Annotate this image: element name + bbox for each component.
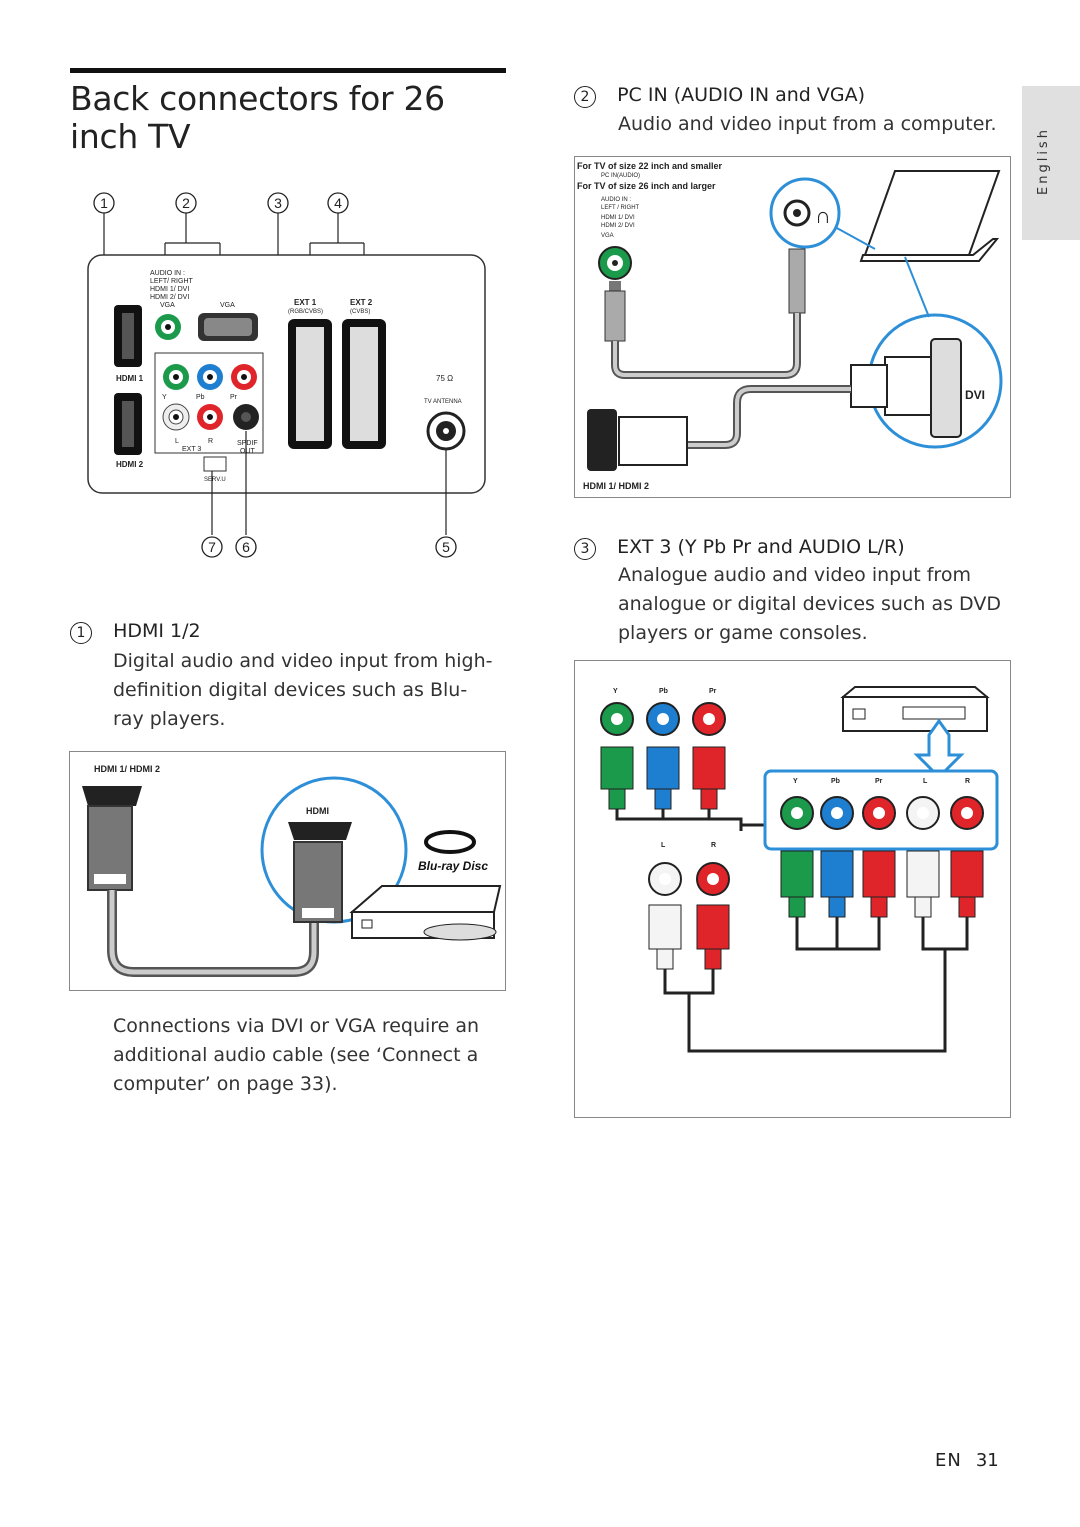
dvi-label: DVI [965, 388, 985, 402]
bluray-player-icon [349, 885, 502, 941]
svg-text:Y: Y [793, 778, 798, 785]
callout-6: 6 [242, 539, 250, 555]
hdmi-heading: HDMI 1/2 [113, 620, 201, 642]
svg-text:Pr: Pr [709, 688, 717, 695]
audio-in-label: AUDIO IN : LEFT/ RIGHT HDMI 1/ DVI HDMI … [150, 270, 194, 309]
ext3-jacks [162, 364, 257, 431]
svg-text:(CVBS): (CVBS) [350, 309, 370, 315]
ext3-section-number: 3 [574, 538, 596, 560]
hdmi-connection-figure: HDMI 1/ HDMI 2 HDMI Blu-ray Disc [69, 751, 506, 991]
pcin-section-heading: 2 PC IN (AUDIO IN and VGA) [574, 84, 865, 108]
antenna-port [426, 411, 466, 451]
svg-text:For TV of size 22 inch and sma: For TV of size 22 inch and smaller [577, 161, 723, 171]
callout-4: 4 [334, 195, 342, 211]
pcin-heading: PC IN (AUDIO IN and VGA) [617, 84, 866, 106]
callout-3: 3 [274, 195, 282, 211]
page-footer: EN 31 [935, 1450, 999, 1471]
laptop-icon [859, 170, 1001, 262]
callout-2: 2 [182, 195, 190, 211]
page-title: Back connectors for 26 inch TV [70, 79, 445, 156]
svg-text:L: L [175, 438, 179, 445]
svg-text:HDMI 2: HDMI 2 [116, 460, 144, 469]
ext3-description: Analogue audio and video input from anal… [618, 564, 1001, 644]
hdmi-section-number: 1 [70, 622, 92, 644]
ext3-connection-figure: Y Pb Pr Y Pb Pr L R [574, 660, 1011, 1118]
svg-text:Pr: Pr [230, 394, 238, 401]
svg-text:HDMI 1/ DVI: HDMI 1/ DVI [150, 286, 189, 293]
page-number: 31 [975, 1450, 999, 1471]
callout-7: 7 [208, 539, 216, 555]
svg-text:HDMI 2/ DVI: HDMI 2/ DVI [601, 223, 635, 229]
svg-text:OUT: OUT [240, 448, 256, 455]
hdmi-figure-label: HDMI 1/ HDMI 2 [94, 764, 160, 774]
svg-text:Pb: Pb [659, 688, 668, 695]
pcin-description: Audio and video input from a computer. [618, 113, 997, 135]
svg-text:75 Ω: 75 Ω [436, 374, 453, 383]
hdmi-section-heading: 1 HDMI 1/2 [70, 620, 201, 644]
ext3-heading: EXT 3 (Y Pb Pr and AUDIO L/R) [617, 536, 905, 558]
ext1-scart [288, 319, 332, 449]
ypbpr-plugs-left [600, 702, 726, 810]
svg-text:HDMI 1: HDMI 1 [116, 374, 144, 383]
headphone-icon: ∩ [815, 203, 831, 228]
hdmi2-port [114, 393, 142, 455]
language-tab [1022, 86, 1080, 240]
callout-5: 5 [442, 539, 450, 555]
svg-text:Y: Y [613, 688, 618, 695]
svg-text:HDMI 1/ DVI: HDMI 1/ DVI [601, 215, 635, 221]
callout-1: 1 [100, 195, 108, 211]
svg-text:Y: Y [162, 394, 167, 401]
svg-text:TV ANTENNA: TV ANTENNA [424, 399, 462, 405]
svg-text:(RGB/CVBS): (RGB/CVBS) [288, 309, 323, 315]
svg-text:PC IN(AUDIO): PC IN(AUDIO) [601, 173, 640, 179]
ext3-section-heading: 3 EXT 3 (Y Pb Pr and AUDIO L/R) [574, 536, 905, 560]
svg-text:Blu-ray Disc: Blu-ray Disc [418, 859, 488, 873]
svg-text:VGA: VGA [220, 302, 235, 309]
pcin-connection-figure: For TV of size 22 inch and smaller PC IN… [574, 156, 1011, 498]
title-rule [70, 68, 506, 73]
dvd-player-icon [840, 686, 990, 732]
hdmi-inset-label: HDMI [306, 806, 329, 816]
svg-text:AUDIO IN :: AUDIO IN : [601, 197, 631, 203]
svg-text:EXT 2: EXT 2 [350, 298, 373, 307]
svg-text:LEFT/ RIGHT: LEFT/ RIGHT [150, 278, 194, 285]
svg-text:AUDIO IN :: AUDIO IN : [150, 270, 185, 277]
svg-text:L: L [661, 842, 666, 849]
pcin-section-number: 2 [574, 86, 596, 108]
svg-text:EXT 3: EXT 3 [182, 446, 201, 453]
svg-text:R: R [208, 438, 213, 445]
back-panel-diagram: 1 2 3 4 AUDIO IN : LEFT/ RIGHT HDMI 1/ D… [87, 192, 486, 558]
svg-text:LEFT / RIGHT: LEFT / RIGHT [601, 205, 640, 211]
svg-text:For TV of size 26 inch and lar: For TV of size 26 inch and larger [577, 181, 716, 191]
ext2-scart [342, 319, 386, 449]
vga-port [198, 313, 258, 341]
bluray-logo: Blu-ray Disc [418, 830, 488, 873]
hdmi1-port [114, 305, 142, 367]
svg-text:Pr: Pr [875, 778, 883, 785]
pcin-hdmi-label: HDMI 1/ HDMI 2 [583, 481, 649, 491]
svg-text:L: L [923, 778, 928, 785]
audio-lr-plugs [648, 862, 730, 970]
svg-text:Pb: Pb [196, 394, 205, 401]
ext3-device-plugs [780, 850, 984, 918]
svg-text:HDMI 2/ DVI: HDMI 2/ DVI [150, 294, 189, 301]
spdif-out-jack [233, 404, 259, 430]
svg-text:SERV.U: SERV.U [204, 477, 226, 483]
svg-text:VGA: VGA [601, 233, 614, 239]
svg-text:EXT 1: EXT 1 [294, 298, 317, 307]
hdmi-description: Digital audio and video input from high-… [113, 650, 493, 730]
svg-text:Pb: Pb [831, 778, 840, 785]
ext3-device-jacks [780, 796, 984, 830]
audio-in-jack [155, 314, 181, 340]
footer-language: EN [935, 1450, 962, 1471]
language-tab-label: English [1036, 127, 1051, 195]
svg-text:SPDIF: SPDIF [237, 440, 258, 447]
svg-text:R: R [965, 778, 970, 785]
svg-text:VGA: VGA [160, 302, 175, 309]
svg-text:R: R [711, 842, 716, 849]
dvi-vga-note: Connections via DVI or VGA require an ad… [113, 1015, 480, 1095]
